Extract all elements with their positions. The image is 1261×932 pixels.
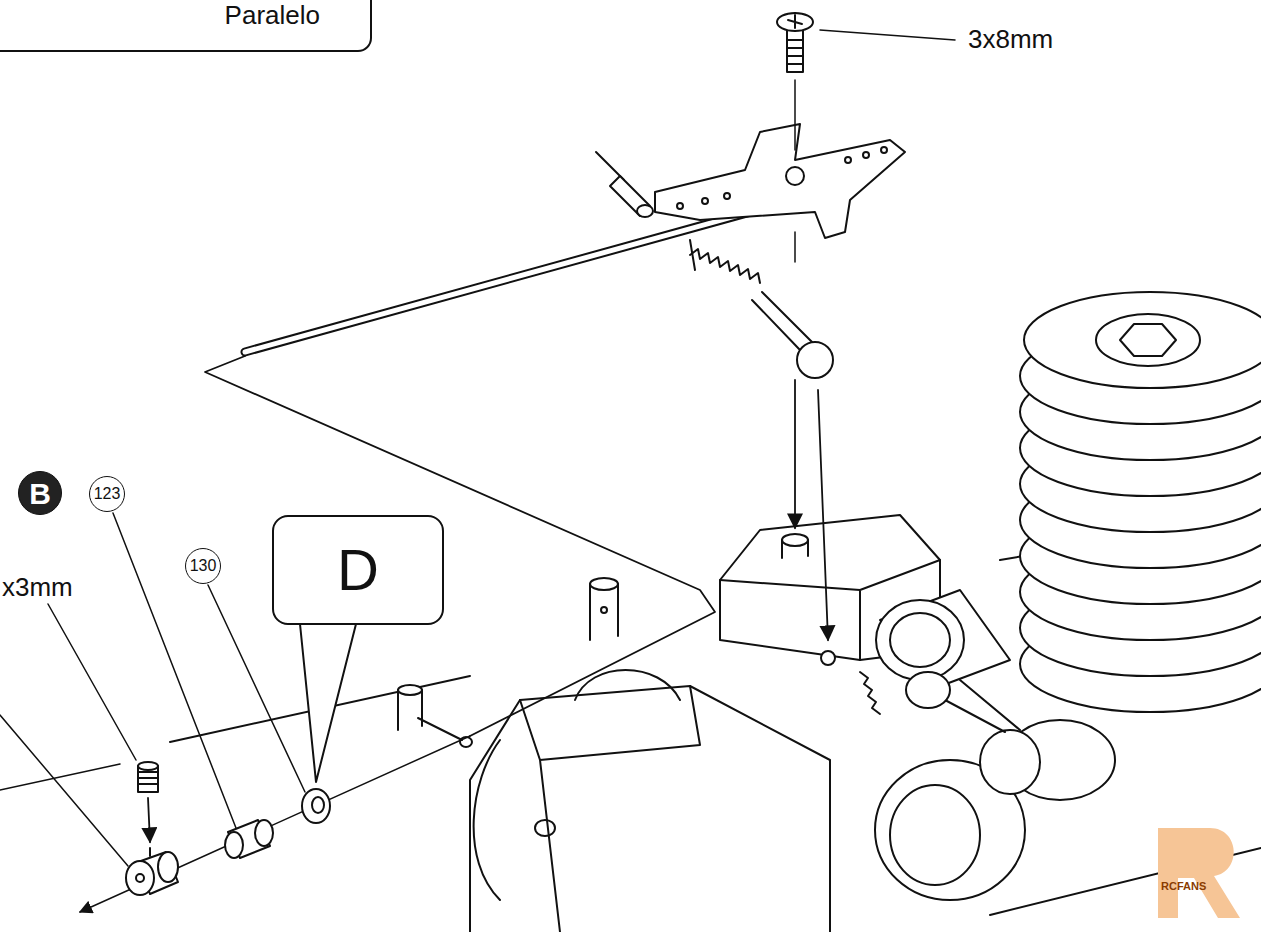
horn-holes xyxy=(677,147,887,209)
collar xyxy=(126,848,178,895)
callout-text: 130 xyxy=(190,557,217,575)
guide-arrow xyxy=(80,736,470,912)
servo-horn xyxy=(655,124,905,238)
linkage-stopper xyxy=(596,152,653,217)
spring xyxy=(690,240,833,378)
tank-cap xyxy=(535,820,555,836)
break-line xyxy=(205,356,715,736)
callout-number: 123 xyxy=(89,476,126,513)
screw xyxy=(777,13,813,72)
callout-text: B xyxy=(29,477,51,510)
carburetor xyxy=(860,590,1040,794)
chassis-post xyxy=(590,578,618,640)
detail-callout: D xyxy=(272,515,444,625)
bushing xyxy=(302,789,330,823)
pipe xyxy=(225,820,273,858)
fuel-hose xyxy=(474,670,680,900)
crankcase xyxy=(875,720,1115,900)
box-text: D xyxy=(337,538,379,602)
cylinder-head xyxy=(1020,292,1261,712)
servo-saver-post xyxy=(398,685,472,747)
leader-line xyxy=(48,604,136,760)
leader-line xyxy=(0,715,128,866)
box-text: Paralelo xyxy=(225,1,320,30)
fuel-tank xyxy=(470,686,830,932)
callout-text: 123 xyxy=(94,485,121,503)
note-box: Paralelo xyxy=(0,0,372,52)
fuel-tank xyxy=(520,686,700,932)
callout-number: 130 xyxy=(185,548,222,585)
watermark: RCFANS xyxy=(1161,880,1206,892)
guide-arrow xyxy=(794,380,796,528)
set-screw xyxy=(138,762,158,792)
guide-arrow xyxy=(818,390,828,640)
leader-line xyxy=(820,30,955,40)
leader-line xyxy=(113,513,236,828)
throttle-ball xyxy=(821,651,835,665)
guide-arrow xyxy=(148,798,150,842)
guide-line xyxy=(794,80,796,262)
step-badge: B xyxy=(18,471,62,515)
dimension-label: x3mm xyxy=(2,573,73,602)
callout-tail xyxy=(300,624,356,782)
mount-post xyxy=(782,534,808,558)
watermark-logo xyxy=(1158,828,1240,918)
dimension-label: 3x8mm xyxy=(968,25,1053,54)
